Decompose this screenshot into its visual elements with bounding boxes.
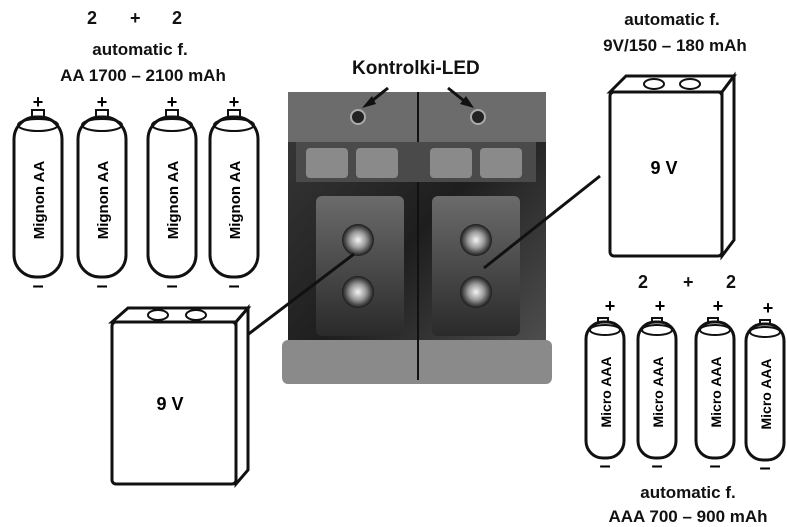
aa-minus-terminal: – [32,275,43,297]
aaa-minus-terminal: – [759,457,770,479]
contact-right-bottom [460,276,492,308]
aaa-count-right: 2 [726,272,737,292]
nine-v-battery-label: 9 V [156,394,183,414]
aa-charge-mode: automatic f. [92,40,188,59]
aa-battery-label: Mignon AA [31,161,48,240]
aa-minus-terminal: – [96,275,107,297]
aa-count-right: 2 [172,8,183,28]
nine-v-capacity-range: 9V/150 – 180 mAh [603,36,747,55]
led-indicator-left [350,109,366,125]
aa-plus-terminal: + [167,92,178,112]
aa-battery: + – Mignon AA [146,92,198,297]
aaa-battery: + – Micro AAA [694,296,736,477]
aaa-battery: + – Micro AAA [584,296,626,477]
aaa-charge-mode: automatic f. [640,483,736,502]
aaa-minus-terminal: – [651,455,662,477]
aa-plus: + [130,8,141,28]
aa-battery: + – Mignon AA [208,92,260,297]
aa-capacity-range: AA 1700 – 2100 mAh [60,66,226,85]
aa-battery-label: Mignon AA [95,161,112,240]
aa-battery-label: Mignon AA [227,161,244,240]
nine-v-charge-mode: automatic f. [624,10,720,29]
aaa-count-left: 2 [638,272,649,292]
aa-plus-terminal: + [33,92,44,112]
aaa-plus: + [683,272,694,292]
aaa-battery-label: Micro AAA [598,356,614,427]
aa-battery-group: + – Mignon AA + – Mignon AA + – Mignon A… [12,92,260,297]
aa-minus-terminal: – [228,275,239,297]
aa-plus-terminal: + [97,92,108,112]
aaa-battery: + – Micro AAA [744,298,786,479]
aaa-battery-group: + – Micro AAA + – Micro AAA + – Micro AA… [584,296,786,479]
led-pointer-arrows [362,86,474,108]
aaa-battery-label: Micro AAA [708,356,724,427]
led-indicator-right [470,109,486,125]
aa-battery-label: Mignon AA [165,161,182,240]
leader-line-right [483,174,601,270]
aaa-plus-terminal: + [763,298,774,318]
aaa-minus-terminal: – [599,455,610,477]
aaa-battery: + – Micro AAA [636,296,678,477]
aaa-battery-label: Micro AAA [650,356,666,427]
aa-battery: + – Mignon AA [76,92,128,297]
aaa-battery-label: Micro AAA [758,358,774,429]
aaa-plus-terminal: + [713,296,724,316]
contact-right-top [460,224,492,256]
contact-left-bottom [342,276,374,308]
nine-v-battery-label: 9 V [650,158,677,178]
aaa-minus-terminal: – [709,455,720,477]
aaa-capacity-range: AAA 700 – 900 mAh [608,507,768,526]
aaa-plus-terminal: + [605,296,616,316]
nine-v-battery-left: 9 V [108,303,252,489]
leader-line-left [245,252,355,338]
aaa-plus-terminal: + [655,296,666,316]
aa-count-left: 2 [87,8,98,28]
charger-unit [282,92,552,384]
charger-bay-left [316,196,404,336]
aa-battery: + – Mignon AA [12,92,64,297]
aa-minus-terminal: – [166,275,177,297]
led-indicators-label: Kontrolki-LED [352,58,480,79]
aa-plus-terminal: + [229,92,240,112]
contact-left-top [342,224,374,256]
nine-v-battery-right: 9 V [606,71,737,261]
charger-bay-right [432,196,520,336]
